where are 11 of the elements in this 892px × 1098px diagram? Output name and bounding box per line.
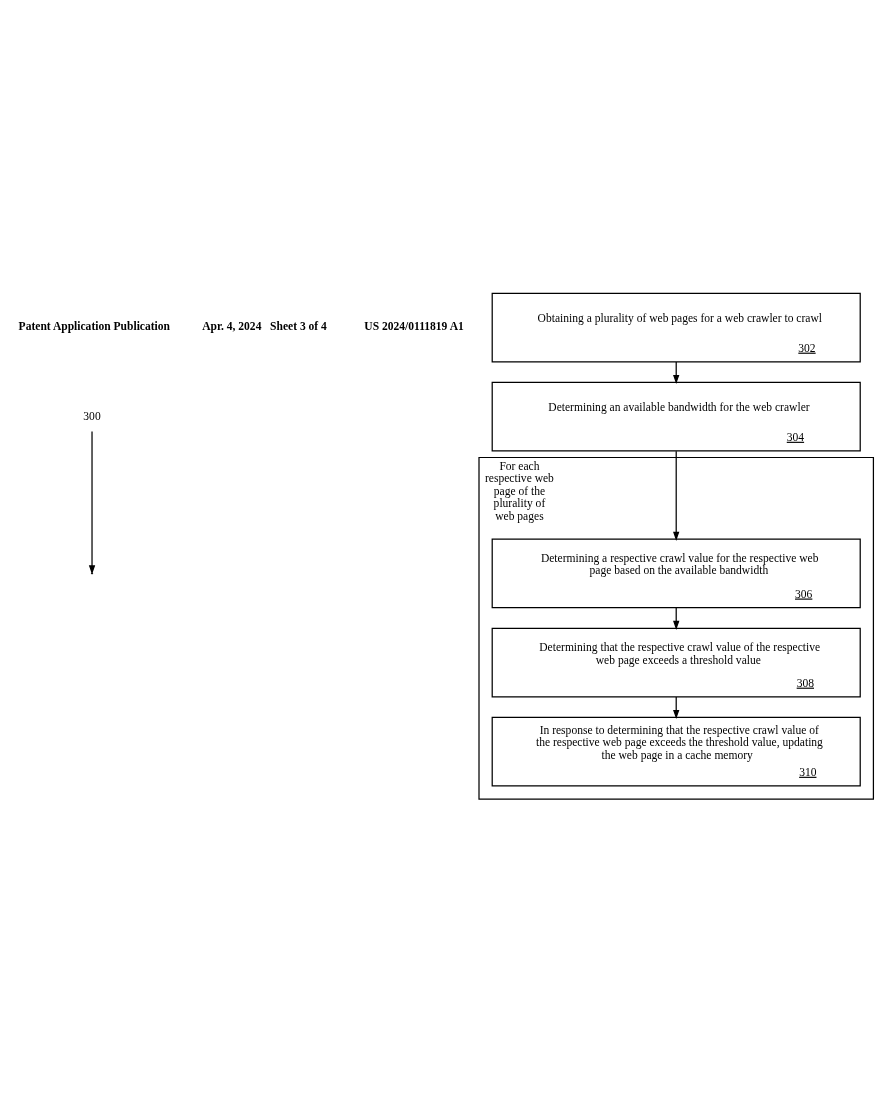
- node-text: 300: [83, 409, 101, 422]
- node-box: In response to determining that the respective crawl value of the respective web page exceeds the threshold value, updating the web page in a cache memory 310: [491, 716, 861, 786]
- label: Apr. 4, 2024 Sheet 3 of 4: [202, 319, 327, 332]
- arrow: [673, 450, 680, 541]
- label: US 2024/0111819 A1: [364, 319, 464, 332]
- node-box: Determining that the respective crawl value of the respective web page exceeds a threshold value 308: [491, 627, 861, 697]
- node-box: Determining an available bandwidth for the web crawler 304: [491, 381, 861, 451]
- node-box: Obtaining a plurality of web pages for a web crawler to crawl 302: [491, 292, 861, 362]
- label: Patent Application Publication: [18, 319, 170, 332]
- arrow: [88, 430, 96, 574]
- node-box: Determining a respective crawl value for the respective web page based on the available bandwidth 306: [491, 538, 861, 608]
